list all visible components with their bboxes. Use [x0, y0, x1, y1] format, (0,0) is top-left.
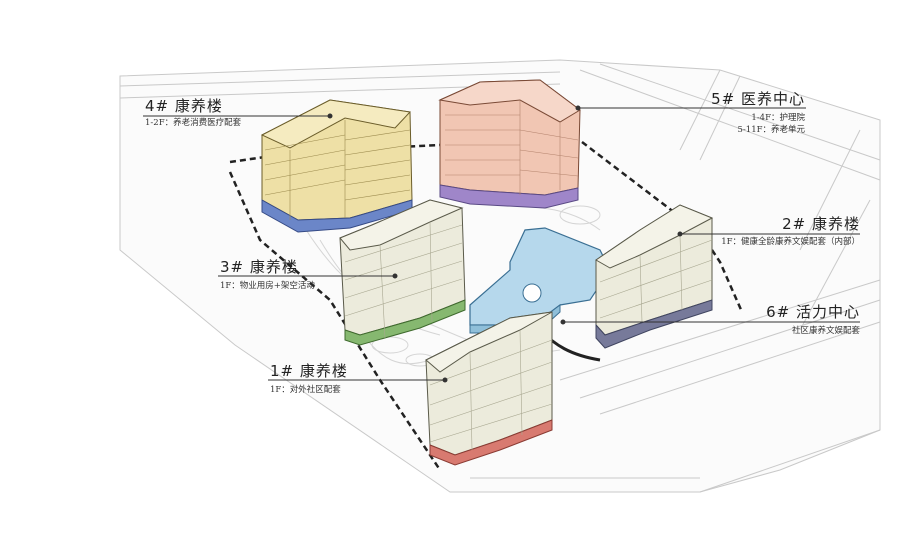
label-line: 1-4F：护理院 — [751, 113, 805, 123]
label-building-6: 6# 活力中心 社区康养文娱配套 — [720, 303, 860, 337]
leader-dot-1 — [442, 377, 448, 383]
label-building-4: 4# 康养楼 1-2F：养老消费医疗配套 — [145, 97, 241, 129]
leader-dot-3 — [392, 273, 398, 279]
label-building-3: 3# 康养楼 1F：物业用房+架空活动 — [220, 258, 315, 292]
label-building-1: 1# 康养楼 1F：对外社区配套 — [270, 362, 348, 396]
label-line: 社区康养文娱配套 — [791, 326, 860, 336]
building-1[interactable] — [425, 311, 553, 466]
label-line: 1F：对外社区配套 — [270, 385, 341, 395]
label-line: 1F：物业用房+架空活动 — [220, 281, 315, 291]
label-building-5: 5# 医养中心 1-4F：护理院 5-11F：养老单元 — [650, 90, 805, 136]
building-3[interactable] — [339, 199, 466, 346]
label-title: 5# 医养中心 — [711, 90, 805, 108]
leader-dot-2 — [677, 231, 683, 237]
building-2[interactable] — [595, 204, 714, 349]
label-title: 2# 康养楼 — [782, 215, 860, 233]
label-title: 3# 康养楼 — [220, 258, 298, 276]
leader-dot-6 — [560, 319, 566, 325]
label-title: 1# 康养楼 — [270, 362, 348, 380]
label-line: 1-2F：养老消费医疗配套 — [145, 118, 242, 128]
leader-lines — [143, 105, 860, 383]
building-5[interactable] — [438, 79, 581, 209]
label-building-2: 2# 康养楼 1F：健康全龄康养文娱配套（内部） — [690, 215, 860, 248]
leader-dot-4 — [327, 113, 333, 119]
label-line: 1F：健康全龄康养文娱配套（内部） — [721, 237, 860, 247]
label-line: 5-11F：养老单元 — [737, 125, 806, 135]
leader-dot-5 — [575, 105, 581, 111]
label-title: 6# 活力中心 — [766, 303, 860, 321]
label-title: 4# 康养楼 — [145, 97, 223, 115]
building-4[interactable] — [260, 99, 413, 233]
